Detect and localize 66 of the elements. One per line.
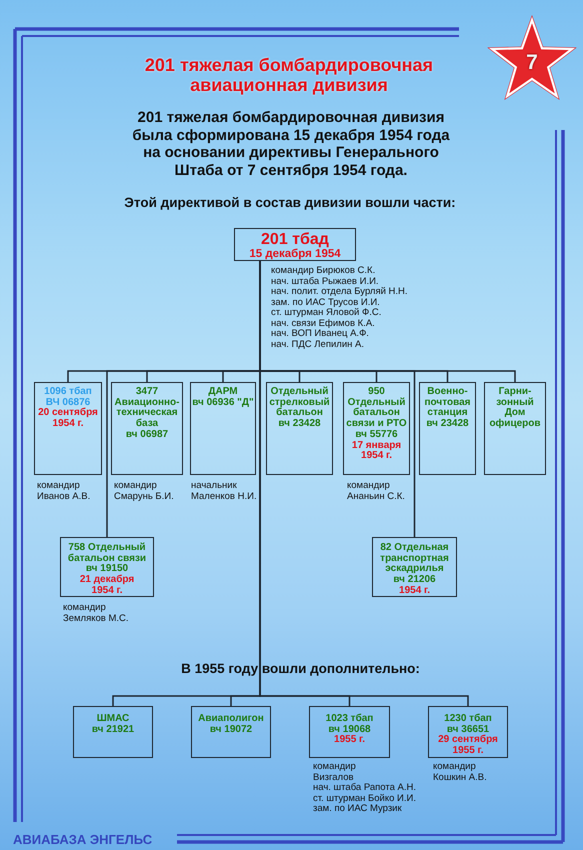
officer-text: нач. штаба Рыжаев И.И. bbox=[271, 276, 380, 287]
formation-date: 21 декабря 1954 г. bbox=[79, 575, 135, 597]
unit-box bbox=[343, 382, 410, 475]
unit-number: вч 06936 "Д" bbox=[192, 398, 254, 408]
formation-date: 17 января 1954 г. bbox=[351, 440, 402, 462]
unit-box bbox=[266, 382, 333, 475]
section-heading: В 1955 году вошли дополнительно: bbox=[180, 661, 420, 677]
formation-date: 29 сентября 1955 г. bbox=[438, 735, 498, 757]
unit-box bbox=[419, 382, 476, 475]
officer-text: командир Иванов А.В. bbox=[37, 481, 92, 502]
unit-box bbox=[428, 706, 508, 758]
unit-number: ВЧ 06876 bbox=[45, 398, 90, 408]
formation-date: 15 декабря 1954 bbox=[248, 248, 342, 261]
unit-name: 1023 тбап bbox=[325, 714, 374, 725]
unit-box bbox=[309, 706, 390, 758]
unit-box bbox=[73, 706, 153, 758]
unit-number: вч 55776 bbox=[354, 430, 398, 441]
unit-number: вч 19068 bbox=[328, 724, 372, 735]
unit-number: вч 06987 bbox=[125, 430, 169, 441]
officer-text: зам. по ИАС Трусов И.И. bbox=[271, 298, 381, 308]
unit-number: вч 19072 bbox=[209, 724, 253, 736]
unit-number: вч 21921 bbox=[91, 724, 135, 736]
officer-text: нач. ВОП Иванец А.Ф. bbox=[271, 329, 370, 340]
footer-text: АВИАБАЗА ЭНГЕЛЬС bbox=[13, 832, 154, 847]
unit-number: вч 36651 bbox=[446, 724, 490, 735]
division-box bbox=[234, 228, 356, 261]
page-title: 201 тяжелая бомбардировочная авиационная дивизия bbox=[144, 55, 434, 95]
unit-number: вч 21206 bbox=[392, 575, 436, 586]
officer-text: ст. штурман Бойко И.И. bbox=[313, 794, 417, 804]
officer-text: нач. штаба Рапота А.Н. bbox=[313, 783, 418, 794]
badge-number: 7 bbox=[526, 52, 538, 74]
unit-box bbox=[111, 382, 183, 475]
formation-date: 20 сентября 1954 г. bbox=[38, 408, 98, 430]
connector-line bbox=[259, 261, 469, 706]
unit-name: ШМАС bbox=[96, 714, 130, 725]
unit-name: 1096 тбап bbox=[44, 387, 92, 398]
unit-box bbox=[191, 706, 271, 758]
officer-text: командир Смарунь Б.И. bbox=[114, 481, 175, 502]
officer-text: командир Бирюков С.К. bbox=[271, 266, 376, 276]
officer-text: зам. по ИАС Мурзик bbox=[313, 804, 403, 814]
formation-date: 1955 г. bbox=[334, 735, 366, 746]
unit-name: Гарни-зонный Дом офицеров bbox=[488, 387, 542, 430]
unit-box bbox=[372, 537, 457, 597]
unit-name: 1230 тбап bbox=[444, 714, 492, 725]
formation-date: 1954 г. bbox=[398, 586, 430, 597]
officer-text: командир Кошкин А.В. bbox=[433, 762, 488, 783]
officer-text: командир Ананьин С.К. bbox=[347, 481, 406, 502]
intro-paragraph: 201 тяжелая бомбардировочная дивизия была сформирована 15 декабря 1954 года на основании директивы Генерального Штаба от 7 сентября 1954 года. bbox=[132, 109, 450, 180]
unit-name: 201 тбад bbox=[260, 231, 330, 248]
unit-box bbox=[484, 382, 546, 475]
unit-number: вч 23428 bbox=[278, 419, 322, 430]
unit-number: вч 23428 bbox=[426, 419, 470, 430]
officer-text: нач. связи Ефимов К.А. bbox=[271, 318, 376, 329]
unit-box bbox=[190, 382, 256, 475]
unit-name: ДАРМ bbox=[208, 387, 238, 398]
officer-text: нач. ПДС Лепилин А. bbox=[271, 340, 365, 350]
section-heading: Этой директивой в состав дивизии вошли части: bbox=[124, 195, 456, 211]
officer-text: командир Земляков М.С. bbox=[63, 603, 130, 624]
officer-text: нач. полит. отдела Бурляй Н.Н. bbox=[271, 287, 409, 298]
unit-box bbox=[34, 382, 102, 475]
unit-box bbox=[60, 537, 154, 597]
unit-number: вч 19150 bbox=[85, 564, 129, 574]
officer-text: ст. штурман Яловой Ф.С. bbox=[271, 308, 382, 318]
unit-name: Авиаполигон bbox=[198, 714, 264, 725]
officer-text: начальник Маленков Н.И. bbox=[191, 481, 258, 502]
star-badge bbox=[485, 15, 579, 101]
